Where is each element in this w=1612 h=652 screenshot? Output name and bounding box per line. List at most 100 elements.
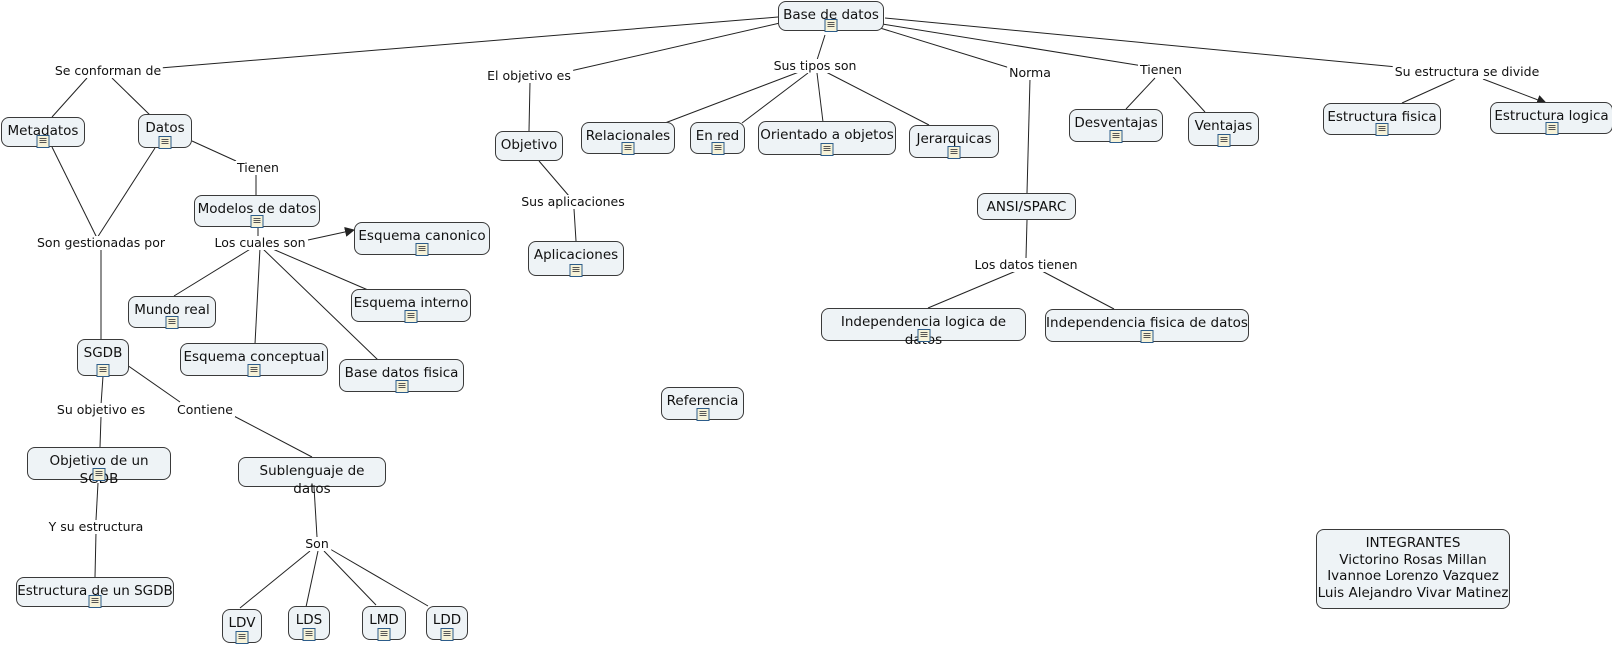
team-member: Ivannoe Lorenzo Vazquez [1327,568,1499,584]
concept-label: Modelos de datos [197,201,317,217]
link-sus-aplicaciones: Sus aplicaciones [519,194,627,209]
link-contiene: Contiene [175,402,235,417]
concept-independencia-fisica[interactable]: Independencia fisica de datos [1045,309,1249,343]
concept-label: Estructura de un SGDB [17,583,173,599]
document-icon[interactable] [88,595,102,608]
document-icon[interactable] [820,143,834,156]
concept-relacionales[interactable]: Relacionales [581,122,675,155]
document-icon[interactable] [395,380,408,393]
concept-base-datos-fisica[interactable]: Base datos fisica [339,359,464,393]
concept-modelos-de-datos[interactable]: Modelos de datos [194,195,320,228]
concept-label: Base de datos [783,7,879,23]
concept-label: Estructura logica [1494,108,1609,124]
link-son: Son [303,536,331,551]
document-icon[interactable] [824,19,838,32]
link-su-estructura-se-divide: Su estructura se divide [1392,64,1542,79]
document-icon[interactable] [1109,130,1123,143]
concept-label: Referencia [666,393,739,409]
concept-label: SGDB [83,345,123,361]
document-icon[interactable] [247,364,261,377]
concept-lds[interactable]: LDS [288,606,330,641]
concept-esquema-canonico[interactable]: Esquema canonico [354,222,490,256]
concept-orientado-a-objetos[interactable]: Orientado a objetos [758,121,896,156]
concept-sgdb[interactable]: SGDB [77,339,129,377]
concept-label: LDS [295,612,323,628]
concept-label: LMD [369,612,399,628]
concept-referencia[interactable]: Referencia [661,387,744,421]
concept-ventajas[interactable]: Ventajas [1188,112,1259,147]
concept-aplicaciones[interactable]: Aplicaciones [528,241,624,277]
concept-label: Estructura fisica [1327,109,1437,125]
document-icon[interactable] [404,310,418,323]
document-icon[interactable] [250,215,264,228]
document-icon[interactable] [302,628,316,641]
link-los-datos-tienen: Los datos tienen [972,257,1080,272]
concept-label: Aplicaciones [533,247,619,263]
concept-en-red[interactable]: En red [690,122,745,155]
link-los-cuales-son: Los cuales son [212,235,308,250]
link-su-objetivo-es: Su objetivo es [54,402,148,417]
concept-jerarquicas[interactable]: Jerarquicas [909,125,999,159]
concept-desventajas[interactable]: Desventajas [1069,109,1163,143]
concept-label: Sublenguaje de datos [259,463,365,497]
document-icon[interactable] [158,136,172,149]
concept-esquema-conceptual[interactable]: Esquema conceptual [180,343,328,377]
concept-label: Jerarquicas [916,131,992,147]
concept-estructura-fisica[interactable]: Estructura fisica [1323,103,1441,136]
concept-ansi-sparc[interactable]: ANSI/SPARC [977,193,1076,220]
document-icon[interactable] [1375,123,1389,136]
document-icon[interactable] [1140,330,1154,343]
concept-mundo-real[interactable]: Mundo real [128,296,216,329]
document-icon[interactable] [569,264,583,277]
concept-label: Independencia fisica de datos [1046,315,1248,331]
concept-label: Objetivo [500,137,558,153]
concept-label: Relacionales [585,128,671,144]
concept-ldd[interactable]: LDD [426,606,468,641]
concept-sublenguaje-de-datos[interactable]: Sublenguaje de datos [238,457,386,497]
concept-esquema-interno[interactable]: Esquema interno [351,289,471,323]
document-icon[interactable] [947,146,961,159]
concept-estructura-logica[interactable]: Estructura logica [1490,102,1612,135]
document-icon[interactable] [36,135,50,148]
document-icon[interactable] [1545,122,1558,135]
concept-objetivo[interactable]: Objetivo [495,131,563,161]
concept-label: Metadatos [7,123,79,139]
concept-label: ANSI/SPARC [986,199,1067,215]
concept-label: Orientado a objetos [760,127,894,143]
team-member: Victorino Rosas Millan [1339,551,1487,568]
link-tienen-base: Tienen [1138,62,1184,77]
document-icon[interactable] [1217,134,1230,147]
document-icon[interactable] [377,628,391,641]
concept-label: LDD [432,612,462,628]
team-members-box: INTEGRANTES Victorino Rosas Millan Ivann… [1316,529,1510,609]
document-icon[interactable] [440,628,454,641]
document-icon[interactable] [917,329,930,342]
concept-label: Esquema interno [353,295,469,311]
link-se-conforman-de: Se conforman de [52,63,164,78]
concept-label: Base datos fisica [344,365,459,381]
concept-estructura-de-un-sgdb[interactable]: Estructura de un SGDB [16,577,174,608]
concept-base-de-datos[interactable]: Base de datos [778,1,884,32]
concept-datos[interactable]: Datos [138,114,192,149]
concept-label: Datos [145,120,185,136]
concept-ldv[interactable]: LDV [222,609,262,644]
document-icon[interactable] [696,408,709,421]
concept-label: Ventajas [1194,118,1253,134]
concept-metadatos[interactable]: Metadatos [1,117,85,148]
document-icon[interactable] [415,243,429,256]
document-icon[interactable] [165,316,179,329]
team-member: Luis Alejandro Vivar Matinez [1317,584,1509,601]
concept-independencia-logica[interactable]: Independencia logica de datos [821,308,1026,348]
document-icon[interactable] [235,631,249,644]
document-icon[interactable] [711,142,724,155]
document-icon[interactable] [621,142,635,155]
team-heading: INTEGRANTES [1365,535,1461,551]
concept-label: Desventajas [1074,115,1158,131]
document-icon[interactable] [96,364,110,377]
link-tienen-datos: Tienen [235,160,281,175]
link-sus-tipos-son: Sus tipos son [771,58,859,73]
link-norma: Norma [1007,65,1053,80]
concept-objetivo-de-un-sgdb[interactable]: Objetivo de un SGDB [27,447,171,487]
document-icon[interactable] [92,468,106,481]
concept-lmd[interactable]: LMD [362,606,406,641]
